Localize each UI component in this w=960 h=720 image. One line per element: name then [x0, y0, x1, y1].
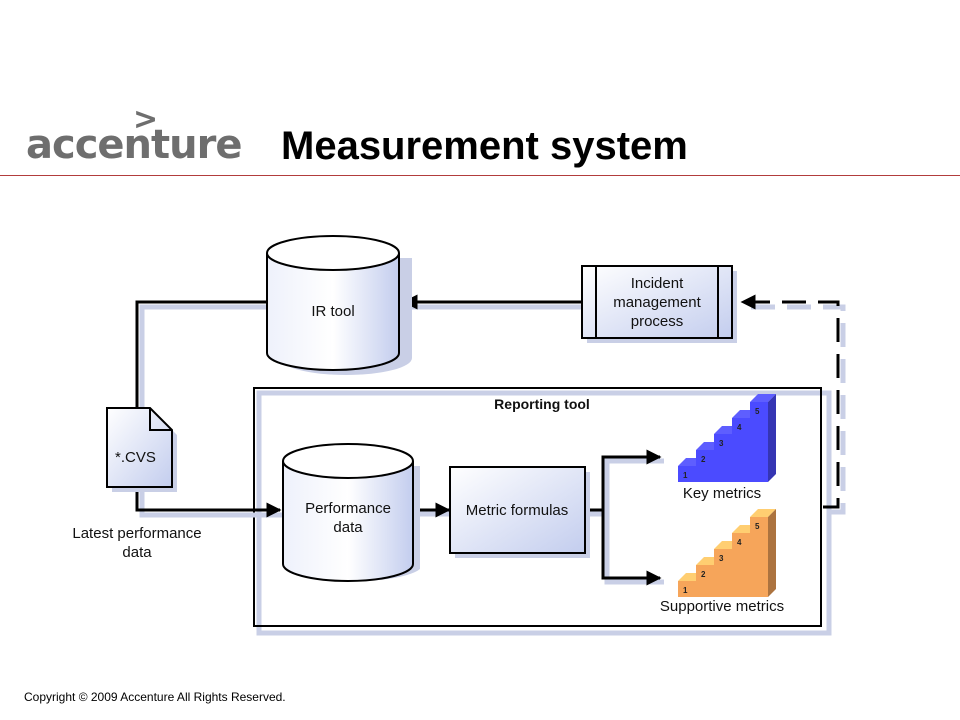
reporting-tool-label: Reporting tool	[494, 396, 590, 412]
incident-label-line2: management	[613, 294, 701, 311]
ir-to-csv-line	[135, 300, 267, 408]
key-metrics-staircase-side	[768, 394, 776, 482]
key-metrics-step-2	[696, 450, 714, 482]
performance-data-database: Performance data	[282, 443, 420, 582]
logo-chevron-icon: >	[133, 102, 159, 137]
csv-file: *.CVS	[106, 407, 177, 492]
metric-formulas-label: Metric formulas	[466, 502, 569, 519]
formulas-to-key-metrics-arrow	[585, 449, 662, 512]
supportive-metrics-step-number: 3	[719, 554, 724, 563]
incident-label-line1: Incident	[631, 275, 684, 292]
key-metrics-step-5	[750, 402, 768, 482]
key-metrics-step-number: 3	[719, 439, 724, 448]
supportive-metrics-label: Supportive metrics	[660, 598, 784, 615]
latest-data-label-line2: data	[122, 544, 152, 561]
key-metrics-step-number: 1	[683, 471, 688, 480]
key-metrics-step-number: 4	[737, 423, 742, 432]
page-title: Measurement system	[281, 124, 688, 168]
key-metrics-step-3	[714, 434, 732, 482]
supportive-metrics-step-number: 5	[755, 522, 760, 531]
supportive-metrics-step-number: 1	[683, 586, 688, 595]
copyright-notice: Copyright © 2009 Accenture All Rights Re…	[24, 690, 286, 704]
supportive-metrics-staircase-side	[768, 509, 776, 597]
ir-tool-database: IR tool	[266, 235, 412, 375]
accenture-logo: > accenture	[26, 102, 242, 170]
title-divider	[0, 175, 960, 176]
key-metrics-step-1	[678, 466, 696, 482]
supportive-metrics-step-top-5	[750, 509, 776, 517]
performance-data-label-line1: Performance	[305, 500, 391, 517]
supportive-metrics-step-4	[732, 533, 750, 597]
incident-label-line3: process	[631, 313, 684, 330]
feedback-dashed-arrow	[740, 294, 840, 509]
supportive-metrics-step-number: 4	[737, 538, 742, 547]
performance-data-label-line2: data	[333, 519, 363, 536]
key-metrics-step-number: 5	[755, 407, 760, 416]
supportive-metrics-step-5	[750, 517, 768, 597]
connectors	[135, 294, 846, 586]
logo-wordmark: accenture	[26, 122, 242, 168]
ir-tool-label: IR tool	[311, 303, 354, 320]
key-metrics-step-top-5	[750, 394, 776, 402]
csv-file-label: *.CVS	[115, 449, 156, 466]
key-metrics-staircase: 1 2 3 4 5	[678, 394, 776, 482]
metric-formulas-box: Metric formulas	[449, 466, 590, 558]
supportive-metrics-step-1	[678, 581, 696, 597]
supportive-metrics-step-3	[714, 549, 732, 597]
supportive-metrics-staircase: 1 2 3 4 5	[678, 509, 776, 597]
key-metrics-step-number: 2	[701, 455, 706, 464]
incident-process-box: Incident management process	[581, 265, 737, 343]
key-metrics-step-4	[732, 418, 750, 482]
supportive-metrics-step-number: 2	[701, 570, 706, 579]
csv-to-performance-arrow	[135, 487, 282, 518]
supportive-metrics-step-2	[696, 565, 714, 597]
key-metrics-label: Key metrics	[683, 485, 761, 502]
formulas-to-supportive-metrics-arrow	[601, 510, 662, 586]
latest-data-label-line1: Latest performance	[72, 525, 201, 542]
